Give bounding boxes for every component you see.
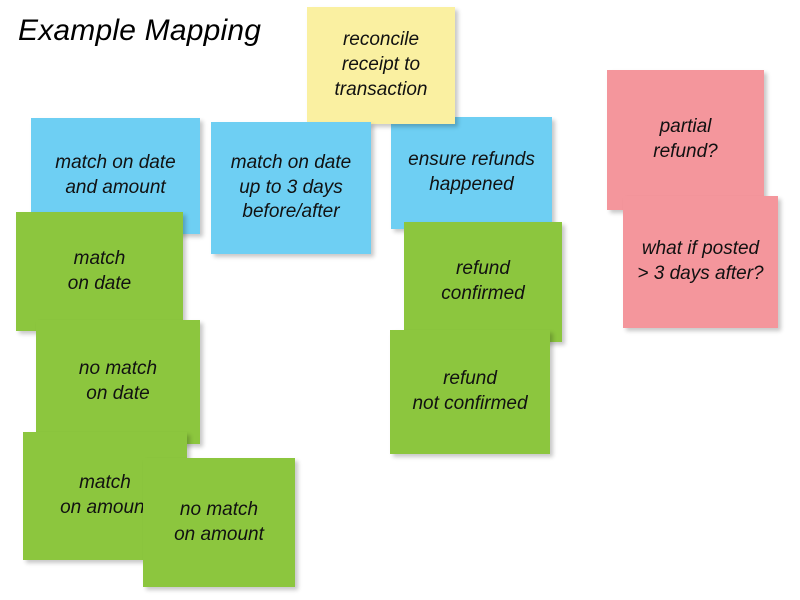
sticky-note-text: refund not confirmed (412, 368, 528, 414)
sticky-note-text: match on amount (60, 472, 150, 518)
sticky-note-example-match-on-date[interactable]: match on date (16, 212, 183, 331)
sticky-note-text: refund confirmed (441, 258, 525, 304)
sticky-note-text: partial refund? (653, 116, 718, 162)
sticky-note-text: match on date (67, 247, 132, 294)
sticky-note-text: reconcile receipt to transaction (334, 29, 428, 100)
sticky-note-rule-match-date-3-days[interactable]: match on date up to 3 days before/after (211, 122, 371, 254)
sticky-note-question-partial-refund[interactable]: partial refund? (607, 70, 764, 210)
sticky-note-text: no match on date (78, 358, 158, 404)
sticky-note-text: match on date up to 3 days before/after (230, 151, 352, 223)
sticky-note-text: no match on amount (174, 498, 264, 545)
sticky-note-question-posted-3-days-after[interactable]: what if posted > 3 days after? (623, 196, 778, 328)
sticky-note-text: ensure refunds happened (408, 149, 535, 195)
page-title: Example Mapping (18, 14, 262, 47)
sticky-note-rule-ensure-refunds[interactable]: ensure refunds happened (391, 117, 552, 229)
sticky-note-text: match on date and amount (55, 152, 176, 198)
sticky-note-example-no-match-on-amount[interactable]: no match on amount (143, 458, 295, 587)
sticky-note-story-reconcile[interactable]: reconcile receipt to transaction (307, 7, 455, 124)
sticky-note-example-no-match-on-date[interactable]: no match on date (36, 320, 200, 444)
sticky-note-example-refund-not-confirmed[interactable]: refund not confirmed (390, 330, 550, 454)
sticky-note-text: what if posted > 3 days after? (637, 238, 764, 284)
sticky-note-example-refund-confirmed[interactable]: refund confirmed (404, 222, 562, 342)
